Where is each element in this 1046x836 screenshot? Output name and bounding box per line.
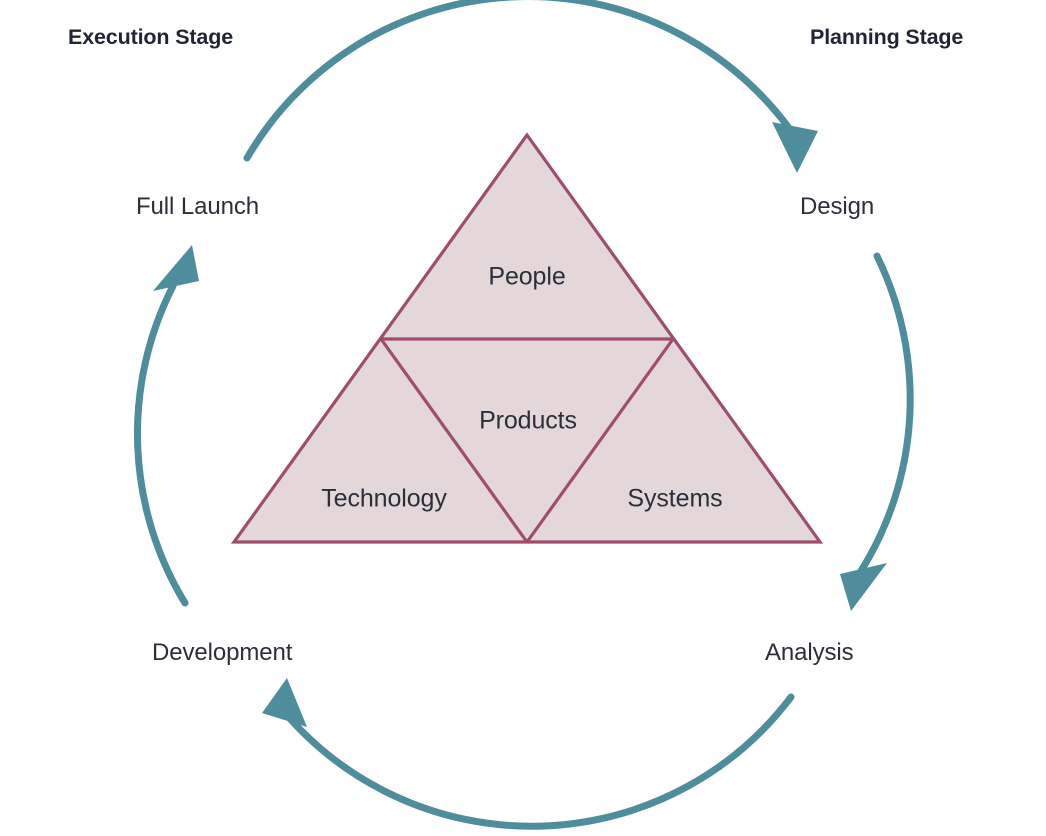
cycle-arrows (134, 0, 914, 830)
cycle-node-full-launch: Full Launch (136, 193, 259, 220)
arrow-bottom-arc-head (262, 678, 307, 727)
arrow-right-arc-head (840, 563, 887, 611)
arrow-top-arc (243, 0, 818, 173)
arrow-right-arc-path (857, 252, 914, 575)
arrow-left-arc-head (153, 245, 199, 291)
arrow-top-arc-path (243, 0, 798, 162)
cycle-node-development: Development (152, 639, 293, 666)
arrow-bottom-arc (262, 678, 795, 830)
heading-planning-stage: Planning Stage (810, 25, 964, 49)
heading-execution-stage: Execution Stage (68, 25, 234, 49)
pyramid-label-people: People (488, 262, 566, 291)
central-pyramid (230, 132, 824, 544)
cycle-node-design: Design (800, 193, 875, 220)
pyramid-inner-left-edge (379, 338, 529, 543)
pyramid-label-systems: Systems (627, 484, 723, 513)
cycle-node-analysis: Analysis (765, 639, 854, 666)
arrow-left-arc (134, 245, 199, 607)
arrow-top-arc-head (772, 122, 818, 173)
pyramid-label-technology: Technology (321, 484, 447, 513)
pyramid-inner-right-edge (525, 338, 675, 543)
arrow-right-arc (840, 252, 914, 611)
arrow-bottom-arc-path (281, 693, 795, 830)
arrow-left-arc-path (134, 282, 189, 607)
pyramid-label-products: Products (479, 406, 577, 435)
